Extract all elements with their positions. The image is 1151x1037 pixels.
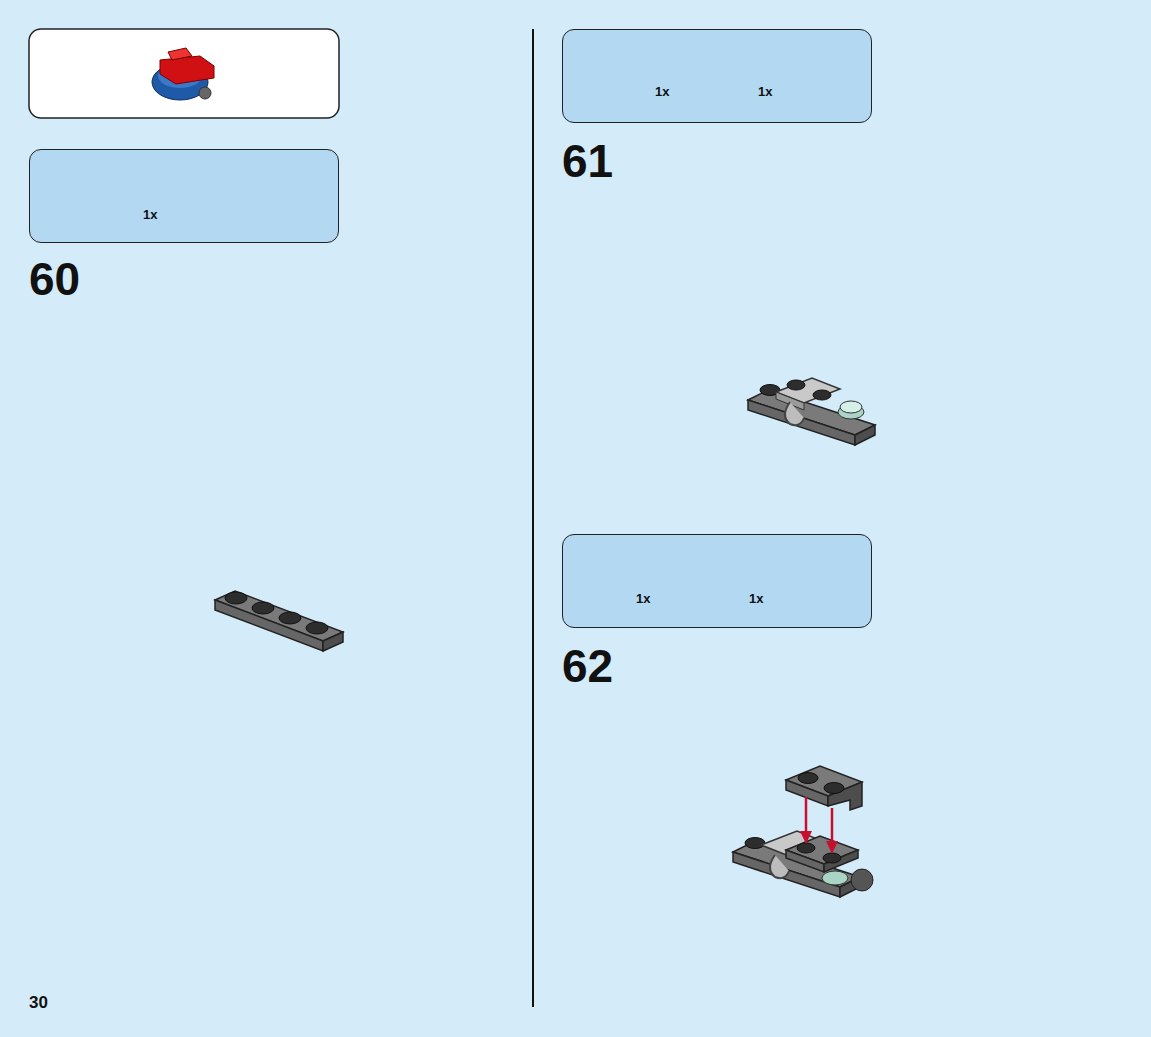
page-number: 30 bbox=[29, 993, 48, 1013]
quantity-label: 1x bbox=[655, 84, 669, 99]
quantity-label: 1x bbox=[143, 207, 157, 222]
parts-panel: 1x bbox=[29, 149, 339, 243]
submodel-box bbox=[29, 29, 339, 118]
step-number: 60 bbox=[29, 252, 80, 306]
quantity-label: 1x bbox=[636, 591, 650, 606]
model-step-62 bbox=[733, 766, 873, 897]
quantity-label: 1x bbox=[749, 591, 763, 606]
model-step-61 bbox=[748, 378, 875, 445]
parts-panel: 1x 1x bbox=[562, 29, 872, 123]
step-number: 61 bbox=[562, 134, 613, 188]
page-divider bbox=[532, 29, 534, 1007]
model-plate-1x4 bbox=[215, 591, 343, 651]
parts-panel: 1x 1x bbox=[562, 534, 872, 628]
quantity-label: 1x bbox=[758, 84, 772, 99]
step-number: 62 bbox=[562, 639, 613, 693]
submodel-icon bbox=[152, 48, 214, 100]
